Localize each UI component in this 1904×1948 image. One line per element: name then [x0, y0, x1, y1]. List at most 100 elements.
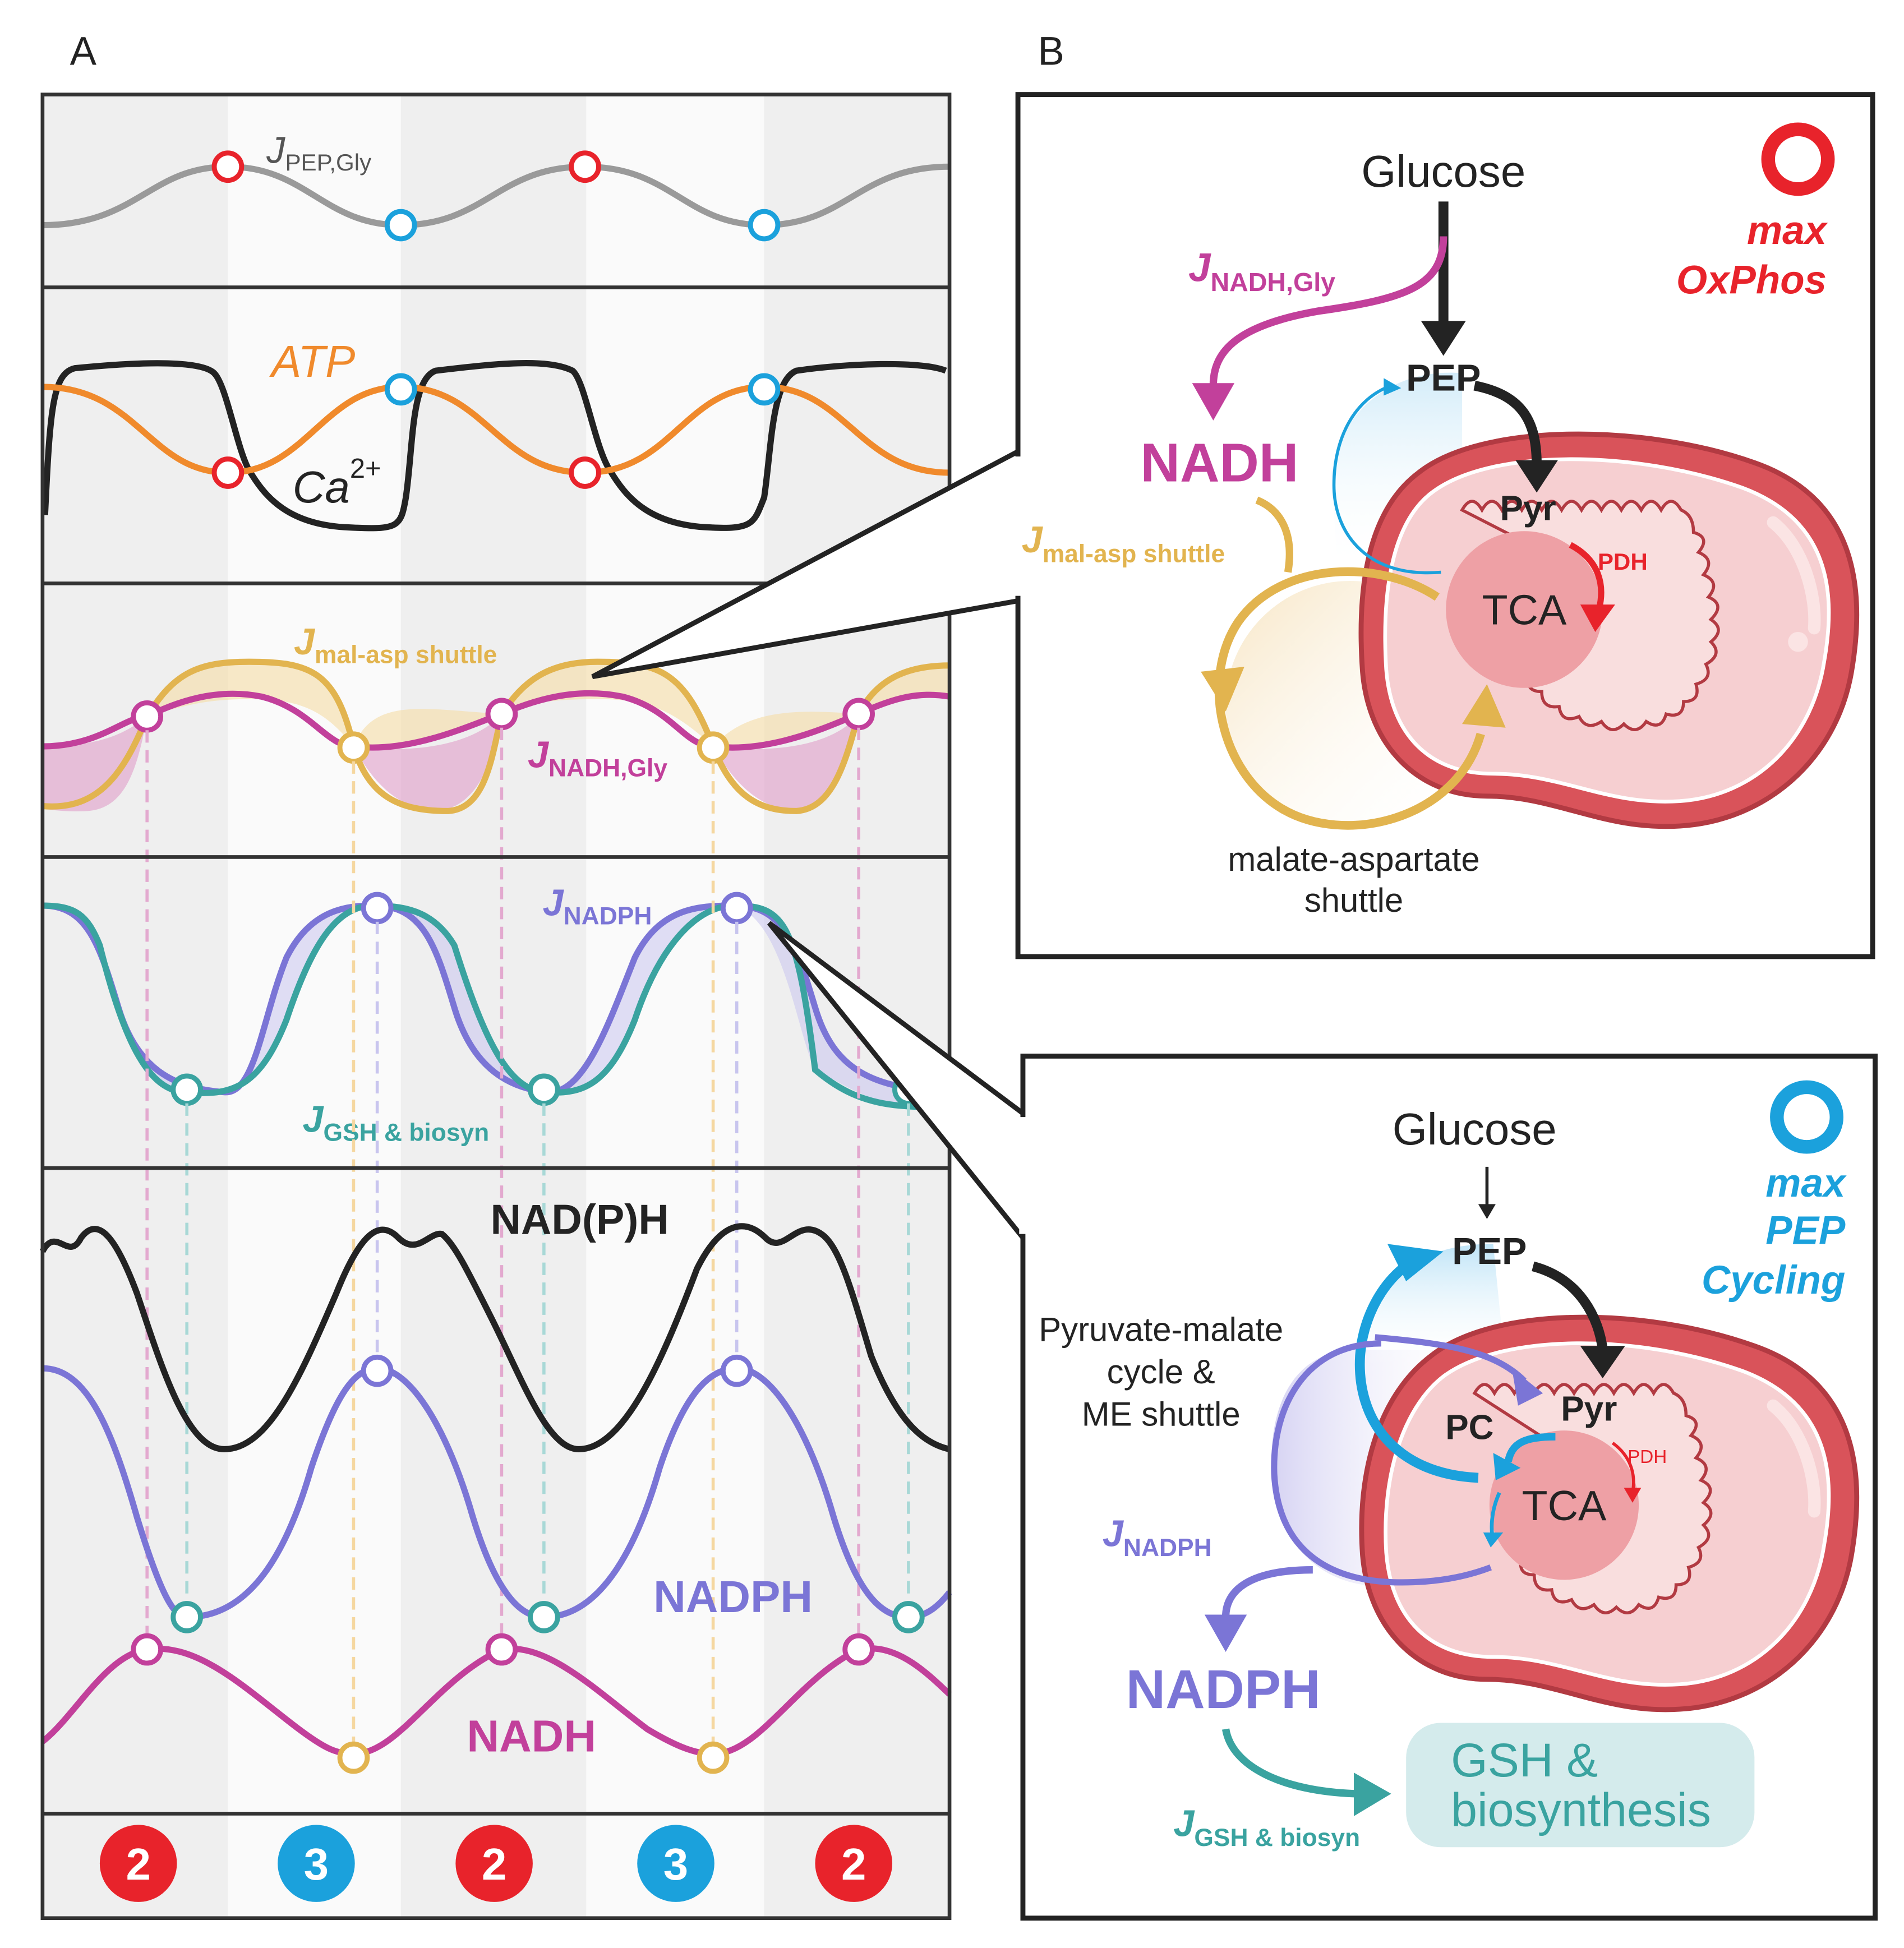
row-nadh-pools: NAD(P)H NADPH NADH — [39, 1196, 952, 1774]
j-nadh-gly-arrow — [1209, 236, 1447, 386]
marker-nadh-gly-max — [842, 698, 875, 731]
phase-badge-2 — [455, 1825, 533, 1902]
nadh-top-label: NADH — [1140, 432, 1298, 493]
phase-badges: 2 3 2 3 2 — [99, 1825, 893, 1902]
pdh-arrow — [1611, 1442, 1635, 1493]
marker-nadh-max — [842, 1633, 875, 1666]
phase-badge-label: 3 — [663, 1839, 688, 1889]
marker-max-oxphos — [211, 150, 245, 183]
j-nadh-gly-label: JNADH,Gly — [528, 735, 667, 782]
ca-label: Ca2+ — [293, 454, 381, 512]
pdh-arrowhead — [1624, 1488, 1642, 1503]
mito-highlight-dot — [1788, 631, 1808, 652]
pep-cycling-box: Glucose PEP Pyr PC PDH TCA Pyruvate-mala… — [1019, 1053, 1878, 1921]
mitochondrion — [1359, 1314, 1860, 1712]
row-nadh-fluxes: Jmal-asp shuttle JNADH,Gly — [42, 621, 951, 814]
marker-mal-asp-crossing — [337, 731, 370, 764]
j-gsh-arrow — [1221, 1728, 1357, 1798]
j-mal-asp-label: Jmal-asp shuttle — [294, 621, 497, 669]
mode-title: max — [1747, 209, 1828, 253]
marker-gsh-min — [170, 1073, 204, 1106]
marker-nadh-min — [337, 1741, 370, 1774]
glucose-to-pep-arrowhead — [1421, 321, 1466, 356]
shuttle-caption: malate-aspartate — [1228, 841, 1479, 878]
pep-to-pyr-arrow — [1473, 381, 1542, 467]
marker-nadph-max — [361, 1354, 394, 1387]
j-nadph-arrow — [1221, 1566, 1313, 1618]
max-pep-cycling-indicator — [1770, 1080, 1843, 1154]
tca-label: TCA — [1522, 1482, 1607, 1529]
cycle-caption: Pyruvate-malate — [1039, 1310, 1283, 1348]
marker-max-pep-cycling — [384, 373, 417, 406]
glucose-label: Glucose — [1361, 146, 1525, 196]
mode-title: PEP — [1765, 1208, 1846, 1253]
panel-a: JPEP,Gly ATP Ca2+ Jmal-asp shuttle JNADH… — [39, 93, 952, 1921]
j-gsh-label: JGSH & biosyn — [303, 1099, 490, 1147]
marker-gsh-min — [528, 1073, 560, 1106]
marker-gsh-min — [892, 1601, 925, 1633]
pc-label: PC — [1445, 1409, 1493, 1447]
row-pep-gly: JPEP,Gly — [42, 130, 950, 242]
j-nadph-arrowhead — [1204, 1614, 1247, 1652]
mito-highlight — [1767, 1399, 1821, 1518]
nadph-label: NADPH — [653, 1572, 813, 1622]
gsh-box-label: GSH & — [1451, 1734, 1598, 1787]
marker-max-oxphos — [569, 456, 601, 489]
ca-curve — [42, 360, 947, 532]
marker-max-oxphos — [569, 150, 601, 183]
tca-disc — [1489, 1430, 1639, 1580]
marker-max-pep-cycling — [748, 209, 781, 242]
pyr-label: Pyr — [1561, 1390, 1617, 1428]
marker-gsh-min — [528, 1601, 560, 1633]
marker-nadh-gly-max — [131, 700, 164, 733]
j-gsh-b-label: JGSH & biosyn — [1173, 1803, 1360, 1852]
pep-label: PEP — [1452, 1231, 1527, 1272]
mode-title: max — [1765, 1161, 1847, 1206]
nadh-to-shuttle-arrow — [1255, 496, 1293, 573]
phase-badge-3 — [278, 1825, 355, 1902]
nadh-label: NADH — [467, 1711, 596, 1761]
mal-asp-arrowhead-right — [1462, 684, 1506, 728]
pdh-arrowhead — [1580, 604, 1615, 632]
pc-to-pep-arrowhead — [1387, 1244, 1444, 1281]
mitochondrion — [1358, 431, 1860, 829]
cycle-caption: ME shuttle — [1082, 1395, 1241, 1433]
guide-lines — [145, 727, 910, 1749]
gsh-biosynthesis-box — [1406, 1723, 1755, 1848]
jpep-gly-curve — [42, 163, 950, 229]
j-gsh-curve — [42, 902, 950, 1110]
panel-a-letter: A — [70, 29, 97, 73]
j-gsh-arrowhead — [1354, 1772, 1391, 1816]
pep-to-pyr-arrowhead — [1580, 1346, 1625, 1378]
mal-asp-arrowhead-left — [1201, 667, 1244, 712]
nadph-total-label: NAD(P)H — [490, 1196, 669, 1243]
glucose-label: Glucose — [1393, 1104, 1557, 1154]
marker-nadh-max — [485, 1633, 518, 1666]
phase-badge-label: 2 — [126, 1839, 150, 1889]
cycle-arrow — [1375, 1334, 1527, 1383]
marker-nadph-max — [720, 892, 753, 925]
pdh-label: PDH — [1628, 1447, 1667, 1467]
pdh-label: PDH — [1598, 548, 1648, 575]
phase-badge-label: 3 — [304, 1839, 329, 1889]
max-oxphos-indicator — [1761, 122, 1835, 196]
nadph-total-curve — [39, 1223, 951, 1452]
j-nadh-gly-top-label: JNADH,Gly — [1188, 246, 1335, 297]
j-nadph-b-label: JNADPH — [1103, 1513, 1212, 1562]
phase-badge-3 — [637, 1825, 714, 1902]
jpep-gly-label: JPEP,Gly — [266, 130, 371, 176]
marker-max-oxphos — [211, 456, 245, 489]
pep-cycle-arrow — [1332, 384, 1441, 575]
gsh-box-label: biosynthesis — [1451, 1784, 1711, 1836]
j-nadh-gly-arrowhead — [1192, 383, 1235, 421]
pyr-to-oaa-arrowhead — [1493, 1453, 1521, 1480]
mode-title: Cycling — [1702, 1258, 1845, 1303]
tca-disc — [1446, 531, 1603, 688]
phase-badge-2 — [815, 1825, 893, 1902]
nadh-gly-fill — [42, 714, 859, 811]
pep-cycle-arrowhead — [1384, 378, 1402, 396]
phase-band-3 — [228, 94, 401, 1918]
marker-max-pep-cycling — [384, 209, 417, 242]
marker-nadh-min — [697, 1741, 730, 1774]
marker-nadph-max — [361, 892, 394, 925]
